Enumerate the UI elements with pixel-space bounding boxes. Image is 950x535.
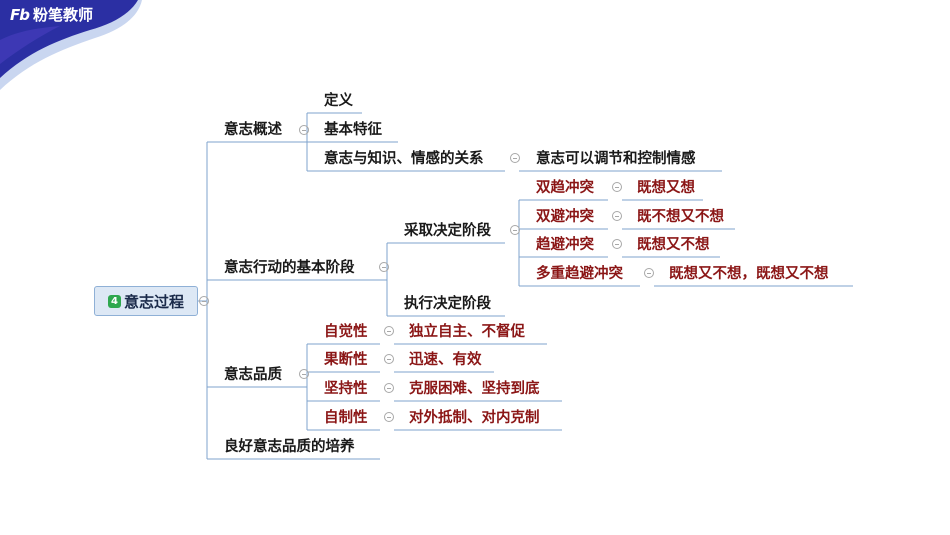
collapse-toggle-icon[interactable] bbox=[612, 239, 622, 249]
conflict-name[interactable]: 趋避冲突 bbox=[536, 237, 594, 253]
quality-name[interactable]: 自觉性 bbox=[324, 324, 368, 340]
collapse-toggle-icon[interactable] bbox=[384, 354, 394, 364]
node-definition[interactable]: 定义 bbox=[324, 93, 353, 109]
node-decision-stage[interactable]: 采取决定阶段 bbox=[404, 223, 491, 239]
conflict-name[interactable]: 双避冲突 bbox=[536, 209, 594, 225]
brand-name: 粉笔教师 bbox=[32, 6, 93, 24]
collapse-toggle-icon[interactable] bbox=[299, 125, 309, 135]
quality-name[interactable]: 自制性 bbox=[324, 410, 368, 426]
collapse-toggle-icon[interactable] bbox=[612, 182, 622, 192]
node-qualities[interactable]: 意志品质 bbox=[224, 367, 282, 383]
collapse-toggle-icon[interactable] bbox=[510, 225, 520, 235]
collapse-toggle-icon[interactable] bbox=[379, 262, 389, 272]
collapse-toggle-icon[interactable] bbox=[199, 296, 209, 306]
node-relation-detail[interactable]: 意志可以调节和控制情感 bbox=[536, 151, 696, 167]
collapse-toggle-icon[interactable] bbox=[510, 153, 520, 163]
brand-wave-graphic bbox=[0, 0, 142, 90]
conflict-name[interactable]: 多重趋避冲突 bbox=[536, 266, 623, 282]
node-execution-stage[interactable]: 执行决定阶段 bbox=[404, 296, 491, 312]
collapse-toggle-icon[interactable] bbox=[644, 268, 654, 278]
collapse-toggle-icon[interactable] bbox=[612, 211, 622, 221]
quality-desc[interactable]: 克服困难、坚持到底 bbox=[409, 381, 540, 397]
quality-name[interactable]: 坚持性 bbox=[324, 381, 368, 397]
node-cultivation[interactable]: 良好意志品质的培养 bbox=[224, 439, 355, 455]
conflict-desc[interactable]: 既不想又不想 bbox=[637, 209, 724, 225]
node-features[interactable]: 基本特征 bbox=[324, 122, 382, 138]
conflict-name[interactable]: 双趋冲突 bbox=[536, 180, 594, 196]
quality-desc[interactable]: 对外抵制、对内克制 bbox=[409, 410, 540, 426]
node-overview[interactable]: 意志概述 bbox=[224, 122, 282, 138]
quality-name[interactable]: 果断性 bbox=[324, 352, 368, 368]
node-relation[interactable]: 意志与知识、情感的关系 bbox=[324, 151, 484, 167]
collapse-toggle-icon[interactable] bbox=[384, 326, 394, 336]
quality-desc[interactable]: 迅速、有效 bbox=[409, 352, 482, 368]
conflict-desc[interactable]: 既想又不想 bbox=[637, 237, 710, 253]
collapse-toggle-icon[interactable] bbox=[384, 383, 394, 393]
root-node[interactable]: 4 意志过程 bbox=[94, 286, 198, 316]
quality-desc[interactable]: 独立自主、不督促 bbox=[409, 324, 525, 340]
collapse-toggle-icon[interactable] bbox=[299, 369, 309, 379]
topic-number-badge: 4 bbox=[107, 294, 121, 308]
conflict-desc[interactable]: 既想又想 bbox=[637, 180, 695, 196]
root-label: 意志过程 bbox=[123, 292, 184, 311]
brand-logo-mark: Fb bbox=[10, 6, 30, 24]
collapse-toggle-icon[interactable] bbox=[384, 412, 394, 422]
conflict-desc[interactable]: 既想又不想，既想又不想 bbox=[669, 266, 829, 282]
node-stages[interactable]: 意志行动的基本阶段 bbox=[224, 260, 355, 276]
